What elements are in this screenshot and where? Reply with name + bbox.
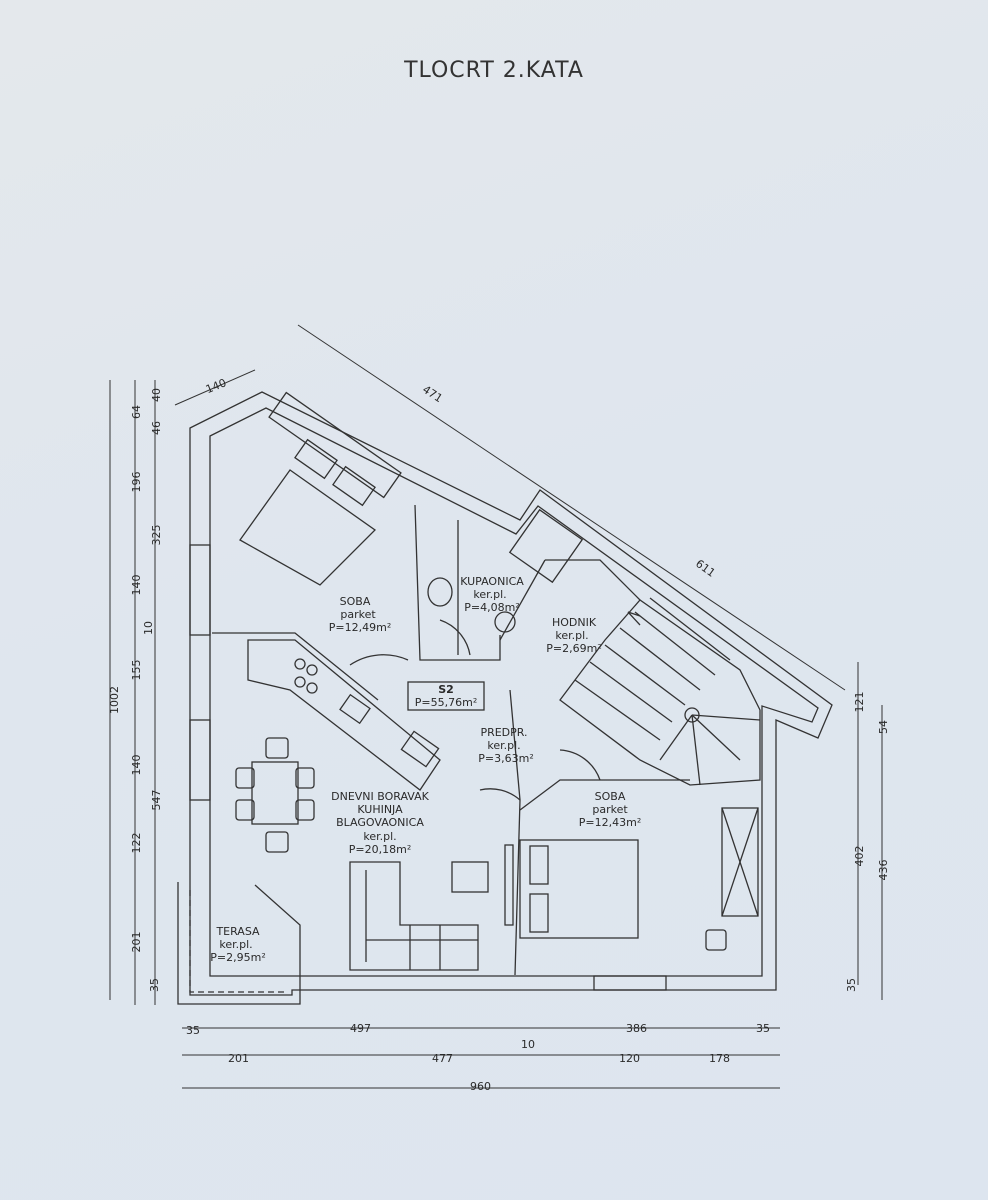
room-floor-terasa: ker.pl. (219, 938, 252, 951)
dim-bottom-total: 960 (470, 1080, 491, 1093)
room-area-s2: P=55,76m² (415, 696, 477, 709)
room-name-soba-top: SOBA (340, 595, 371, 608)
room-floor-hodnik: ker.pl. (555, 629, 588, 642)
dim-bottom2-2: 120 (619, 1052, 640, 1065)
terrace-outline (177, 882, 301, 1005)
dim-right-4: 35 (845, 978, 858, 992)
window-left-2 (189, 719, 211, 801)
partition-bed2 (519, 779, 690, 811)
basin (494, 611, 516, 633)
dim-right-3: 436 (877, 860, 890, 881)
dining-table (235, 737, 315, 853)
outer-wall (189, 391, 833, 996)
room-area-kupaonica: P=4,08m² (464, 601, 519, 614)
dim-bottom2-1: 477 (432, 1052, 453, 1065)
dim-bottom1-1: 497 (350, 1022, 371, 1035)
room-area-soba-top: P=12,49m² (329, 621, 391, 634)
dim-left-inner-2: 46 (150, 421, 163, 435)
dim-left-inner-6: 155 (130, 660, 143, 681)
dim-bottom2-3: 178 (709, 1052, 730, 1065)
dim-left-inner-10: 35 (148, 978, 161, 992)
dim-bottom1-2: 10 (521, 1038, 535, 1051)
room-floor-kupaonica: ker.pl. (473, 588, 506, 601)
dim-left-inner-7: 140 (130, 755, 143, 776)
door-bedroom-top (349, 654, 409, 666)
dim-left-mid-1: 547 (150, 790, 163, 811)
desk-chair (705, 929, 727, 951)
wardrobe-bottom (721, 807, 759, 917)
dim-left-inner-4: 140 (130, 575, 143, 596)
door-bath (439, 619, 471, 656)
window-left-1 (189, 544, 211, 636)
dim-right-2: 402 (853, 846, 866, 867)
shower (508, 508, 584, 584)
dim-bottom1-4: 35 (756, 1022, 770, 1035)
dim-top-1: 471 (420, 383, 445, 405)
room-name-dnevni-2: KUHINJA (357, 803, 403, 816)
bed-bottom (504, 839, 639, 939)
room-area-predpr: P=3,63m² (478, 752, 533, 765)
room-area-hodnik: P=2,69m² (546, 642, 601, 655)
terrace-inner (189, 890, 288, 993)
dim-left-mid-0: 325 (150, 525, 163, 546)
window-bottom (593, 975, 667, 991)
dim-left-outer: 1002 (108, 686, 121, 714)
dim-bottom1-3: 386 (626, 1022, 647, 1035)
partition-bedroom-kitchen (212, 632, 379, 701)
dim-left-inner-9: 201 (130, 932, 143, 953)
s2-box (407, 681, 485, 711)
dim-right-0: 121 (853, 692, 866, 713)
plan-title: TLOCRT 2.KATA (404, 58, 584, 83)
room-name-dnevni-3: BLAGOVAONICA (336, 816, 424, 829)
bed-top (239, 438, 377, 586)
partition-bath (414, 504, 501, 661)
room-name-kupaonica: KUPAONICA (460, 575, 524, 588)
room-name-terasa: TERASA (215, 925, 260, 938)
dim-left-inner-1: 40 (150, 388, 163, 402)
room-name-dnevni-1: DNEVNI BORAVAK (331, 790, 430, 803)
room-floor-dnevni: ker.pl. (363, 830, 396, 843)
toilet (427, 577, 453, 607)
dim-top-0: 140 (204, 376, 228, 396)
room-floor-predpr: ker.pl. (487, 739, 520, 752)
inner-wall (209, 407, 819, 977)
staircase (559, 597, 761, 786)
partition-stairs (545, 559, 641, 601)
room-area-soba-bottom: P=12,43m² (579, 816, 641, 829)
dim-line-top (297, 324, 846, 691)
room-name-soba-bottom: SOBA (595, 790, 626, 803)
dim-left-inner-8: 122 (130, 833, 143, 854)
room-floor-soba-bottom: parket (592, 803, 628, 816)
room-floor-soba-top: parket (340, 608, 376, 621)
room-area-dnevni: P=20,18m² (349, 843, 411, 856)
sofa (349, 861, 489, 971)
door-bedroom-bottom (559, 749, 601, 781)
dim-top-2: 611 (693, 557, 718, 580)
door-predpr (479, 788, 521, 801)
room-name-predpr: PREDPR. (480, 726, 527, 739)
room-area-terasa: P=2,95m² (210, 951, 265, 964)
dim-left-inner-3: 196 (130, 472, 143, 493)
dim-left-inner-5: 10 (142, 621, 155, 635)
room-name-s2: S2 (438, 683, 454, 696)
dim-right-1: 54 (877, 720, 890, 734)
partition-hall (499, 559, 546, 641)
kitchen-counter (247, 639, 441, 791)
room-name-hodnik: HODNIK (552, 616, 597, 629)
dim-bottom1-0: 35 (186, 1024, 200, 1037)
dim-left-inner-0: 64 (130, 405, 143, 419)
wardrobe-top (268, 391, 402, 499)
dim-bottom2-0: 201 (228, 1052, 249, 1065)
dim-line-topleft (174, 369, 256, 406)
